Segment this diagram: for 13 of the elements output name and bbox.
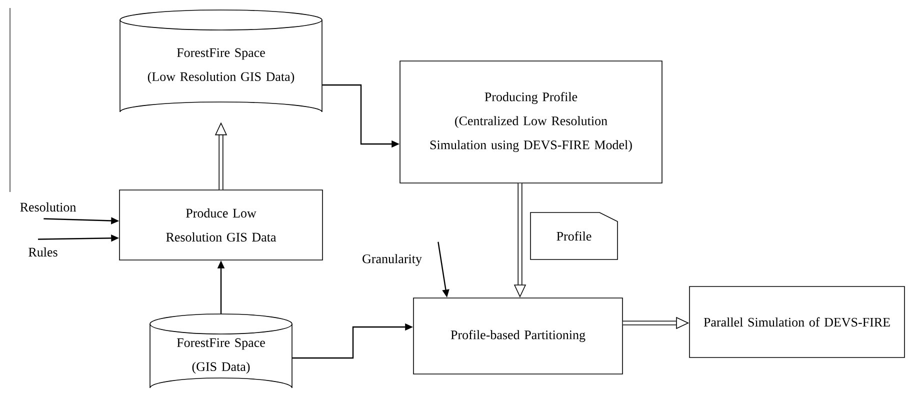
input-label: Granularity xyxy=(362,254,422,266)
process-box: Producing Profile (Centralized Low Resolution Simulation using DEVS-FIRE Model) xyxy=(400,60,662,184)
input-label: Rules xyxy=(28,247,58,257)
process-box: Parallel Simulation of DEVS-FIRE xyxy=(689,286,905,358)
process-box: Profile-based Partitioning xyxy=(413,298,623,374)
process-box: Produce Low Resolution GIS Data xyxy=(119,190,323,260)
node-label: (Low Resolution GIS Data) xyxy=(148,72,294,84)
node-label: ForestFire Space xyxy=(176,338,265,350)
database-cylinder: ForestFire Space (GIS Data) xyxy=(150,314,292,388)
node-label: ForestFire Space xyxy=(176,48,265,60)
node-label: (GIS Data) xyxy=(192,362,250,374)
input-label: Resolution xyxy=(20,202,76,212)
database-cylinder: ForestFire Space (Low Resolution GIS Data) xyxy=(120,10,322,112)
